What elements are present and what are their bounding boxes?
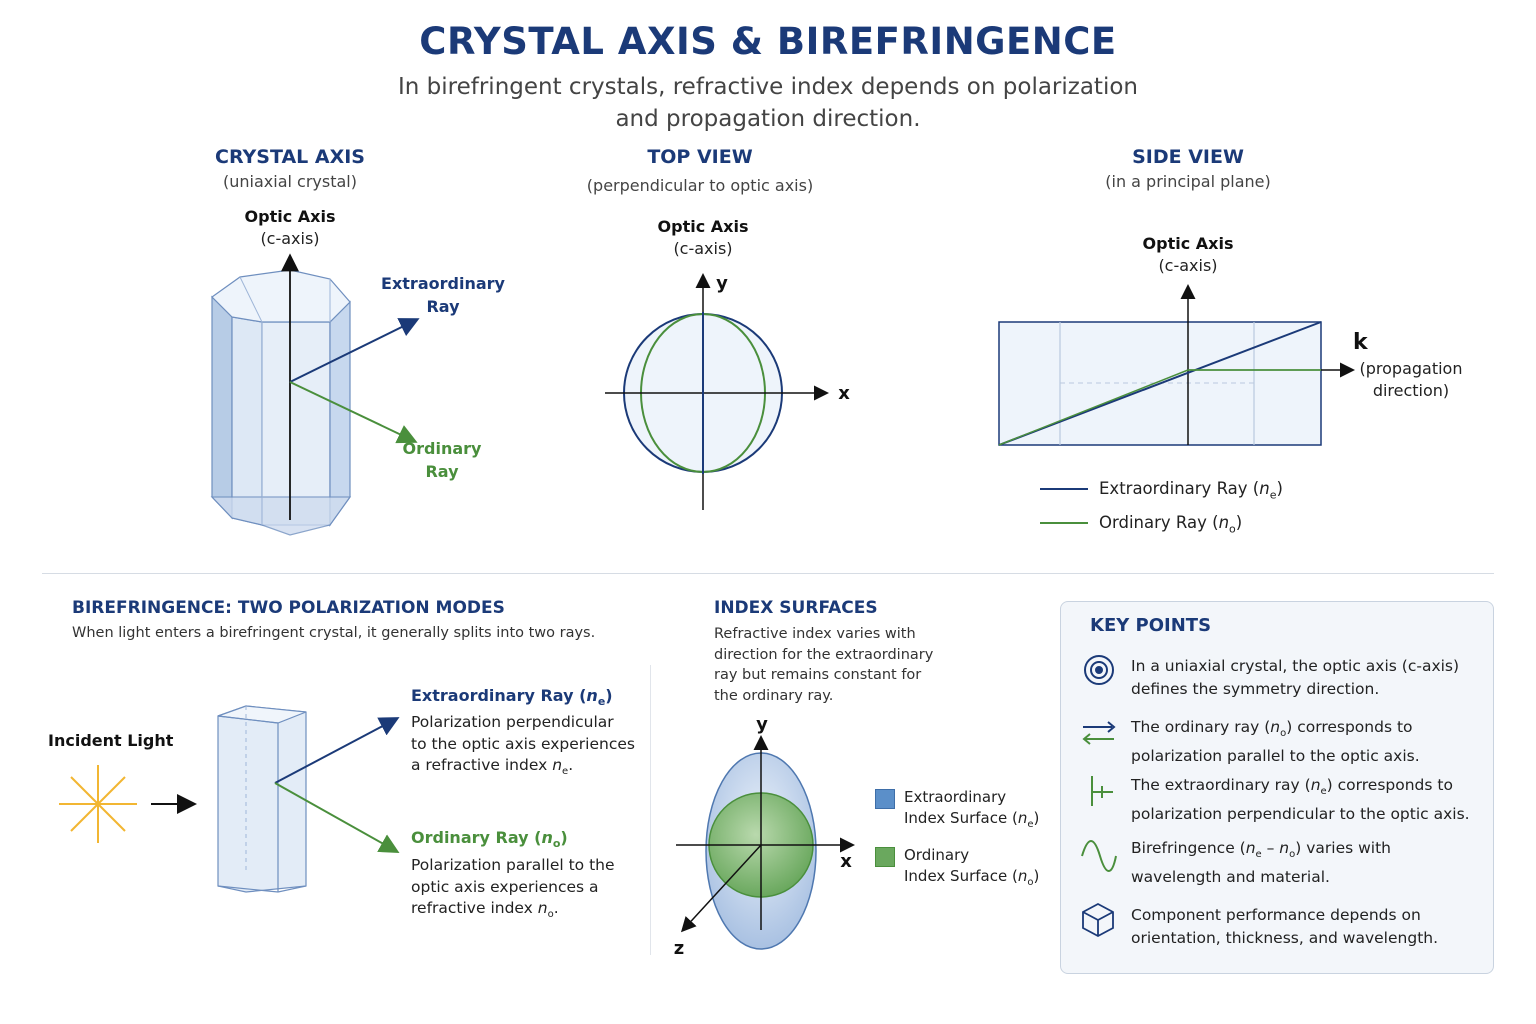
index-x-label: x	[840, 851, 852, 872]
perpendicular-icon	[1091, 776, 1113, 806]
opposite-arrows-icon	[1082, 721, 1116, 745]
optic-axis-label: Optic Axis	[244, 207, 336, 226]
extraordinary-ray-label: Extraordinary Ray	[378, 272, 508, 318]
index-surfaces-description: Refractive index varies with direction f…	[714, 626, 934, 704]
subtitle-line-2: and propagation direction.	[615, 106, 921, 132]
incident-light-label: Incident Light	[48, 731, 174, 750]
legend-extraordinary-text: Extraordinary Ray (ne)	[1099, 479, 1283, 502]
top-view-subheading: (perpendicular to optic axis)	[586, 176, 814, 195]
target-icon	[1084, 655, 1114, 685]
extraordinary-ray-title: Extraordinary Ray (ne)	[411, 686, 613, 709]
extraordinary-ray-line-2: Ray	[426, 297, 460, 316]
index-y-label: y	[756, 714, 768, 735]
extraordinary-ray-line-1: Extraordinary	[381, 274, 505, 293]
sun-icon	[59, 765, 137, 843]
k-sublabel: (propagation direction)	[1352, 358, 1470, 402]
side-view-heading: SIDE VIEW	[1132, 146, 1244, 168]
crystal-axis-subheading: (uniaxial crystal)	[223, 172, 357, 191]
key-point-2: The ordinary ray (no) corresponds to pol…	[1131, 718, 1420, 766]
birefringence-diagram	[59, 705, 400, 893]
ordinary-ray-line-1: Ordinary	[402, 439, 482, 458]
small-crystal-prism	[217, 705, 307, 893]
key-points-panel	[1060, 601, 1494, 974]
key-point-4: Birefringence (ne – no) varies with wave…	[1131, 839, 1391, 887]
index-surfaces-diagram	[676, 735, 855, 950]
top-view-optic-axis-label: Optic Axis	[657, 217, 749, 236]
ordinary-ray-line-2: Ray	[425, 462, 459, 481]
legend-ordinary-surface-text: Ordinary Index Surface (no)	[904, 846, 1040, 888]
optic-axis-sublabel: (c-axis)	[260, 229, 320, 248]
ordinary-ray-arrow	[289, 381, 418, 444]
key-point-5: Component performance depends on orienta…	[1131, 906, 1439, 947]
crystal-prism	[210, 269, 352, 536]
index-z-label: z	[673, 938, 685, 959]
ordinary-ray-title: Ordinary Ray (no)	[411, 828, 568, 851]
side-view-optic-axis-sublabel: (c-axis)	[1158, 256, 1218, 275]
extraordinary-ray-arrow	[289, 318, 420, 383]
sine-wave-icon	[1081, 840, 1117, 872]
key-points-icons	[1081, 655, 1117, 938]
side-view-ordinary-ray-in	[998, 369, 1189, 446]
top-view-heading: TOP VIEW	[647, 146, 753, 168]
section-divider	[42, 573, 1494, 574]
birefringence-description: When light enters a birefringent crystal…	[72, 625, 596, 641]
legend-extraordinary-surface-text: Extraordinary Index Surface (ne)	[904, 788, 1040, 830]
index-surfaces-heading: INDEX SURFACES	[714, 598, 878, 618]
hexagonal-crystal-diagram	[210, 253, 420, 536]
top-view-diagram	[605, 273, 829, 510]
top-view-optic-axis-sublabel: (c-axis)	[673, 239, 733, 258]
ordinary-ray-description: Polarization parallel to the optic axis …	[411, 856, 615, 921]
side-view-optic-axis-label: Optic Axis	[1142, 234, 1234, 253]
small-extraordinary-ray	[274, 717, 400, 784]
side-view-subheading: (in a principal plane)	[1105, 172, 1271, 191]
ordinary-ray-label: Ordinary Ray	[397, 437, 487, 483]
key-points-heading: KEY POINTS	[1090, 615, 1212, 636]
legend-extraordinary-surface-swatch	[875, 789, 895, 809]
side-view-diagram	[998, 284, 1355, 524]
k-label: k	[1353, 330, 1368, 355]
panel-divider	[650, 665, 651, 955]
small-ordinary-ray	[274, 782, 400, 853]
subtitle-line-1: In birefringent crystals, refractive ind…	[397, 74, 1138, 100]
key-point-1: In a uniaxial crystal, the optic axis (c…	[1131, 657, 1460, 698]
key-point-3: The extraordinary ray (ne) corresponds t…	[1131, 776, 1470, 824]
k-sublabel-line-1: (propagation	[1359, 359, 1463, 378]
crystal-axis-heading: CRYSTAL AXIS	[215, 146, 365, 168]
legend-ordinary-text: Ordinary Ray (no)	[1099, 513, 1243, 536]
index-z-axis	[680, 844, 762, 933]
k-sublabel-line-2: direction)	[1372, 381, 1450, 400]
cube-icon	[1082, 902, 1114, 938]
birefringence-heading: BIREFRINGENCE: TWO POLARIZATION MODES	[72, 598, 505, 618]
page-title: CRYSTAL AXIS & BIREFRINGENCE	[419, 20, 1117, 63]
extraordinary-ray-description: Polarization perpendicular to the optic …	[411, 713, 635, 778]
top-view-y-label: y	[716, 273, 728, 294]
page-subtitle: In birefringent crystals, refractive ind…	[368, 71, 1168, 135]
legend-ordinary-surface-swatch	[875, 847, 895, 867]
top-view-x-label: x	[838, 383, 850, 404]
